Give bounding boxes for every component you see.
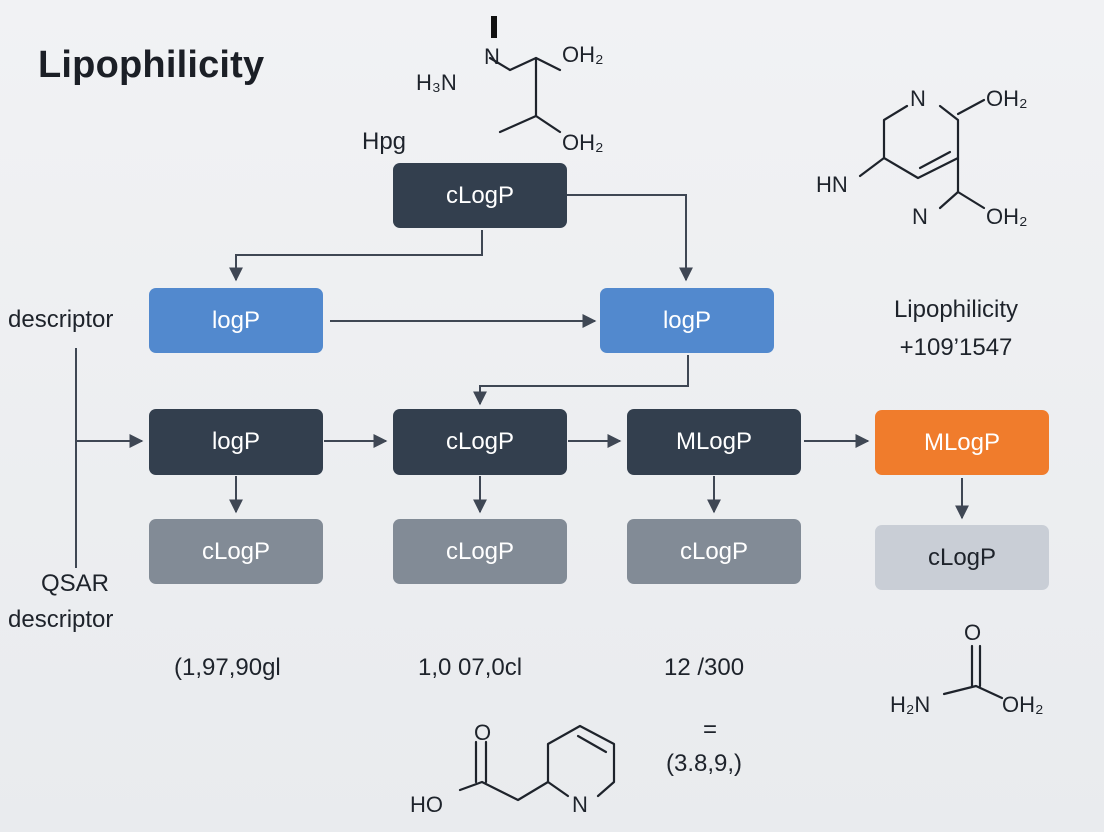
right-ring-molecule: N OH₂ HN N OH₂	[816, 86, 1028, 229]
node-mlogp-highlight: MLogP	[875, 410, 1049, 475]
node-top-clogp: cLogP	[393, 163, 567, 228]
value-label-1: (1,97,90gl	[174, 654, 281, 681]
atom-hn: HN	[816, 172, 848, 197]
node-row-logp: logP	[149, 409, 323, 475]
node-row-clogp: cLogP	[393, 409, 567, 475]
atom-acid-o: O	[474, 720, 491, 745]
descriptor-label: descriptor	[8, 306, 114, 333]
atom-h3n: H₃N	[416, 70, 457, 95]
lipophilicity-label: Lipophilicity	[893, 296, 1019, 323]
qsar-descriptor-label: descriptor	[8, 606, 114, 633]
arrow-top-to-logp-left	[229, 230, 483, 282]
value-label-3: 12 /300	[664, 654, 745, 681]
node-out-clogp-3: cLogP	[627, 519, 801, 584]
atom-oh2-carbamic: OH₂	[1002, 692, 1044, 717]
atom-n: N	[484, 44, 500, 69]
atom-ho: HO	[410, 792, 443, 817]
atom-ring-n-bottom: N	[572, 792, 588, 817]
page-title: Lipophilicity	[38, 44, 265, 86]
bottom-molecule: O HO N	[410, 720, 616, 817]
node-out-clogp-4: cLogP	[875, 525, 1049, 590]
atom-ring-oh2: OH₂	[986, 86, 1028, 111]
node-logp-left: logP	[149, 288, 323, 353]
carbamic-molecule: O H₂N OH₂	[890, 620, 1044, 717]
node-out-clogp-2: cLogP	[393, 519, 567, 584]
atom-oh2-b: OH₂	[562, 130, 604, 155]
qsar-label: QSAR	[40, 570, 109, 597]
node-out-clogp-1: cLogP	[149, 519, 323, 584]
arrow-top-to-logp-right	[567, 194, 693, 282]
atom-oh2-a: OH₂	[562, 42, 604, 67]
value-label-4: (3.8,9,)	[666, 750, 743, 777]
lipophilicity-value: +109’1547	[899, 334, 1013, 361]
atom-h2n: H₂N	[890, 692, 930, 717]
top-molecule: H₃N N OH₂ OH₂	[416, 16, 604, 155]
atom-carbonyl-o: O	[964, 620, 981, 645]
atom-n-lower: N	[912, 204, 928, 229]
equals-sign: =	[702, 716, 717, 743]
value-label-2: 1,0 07,0cl	[418, 654, 523, 681]
node-logp-right: logP	[600, 288, 774, 353]
node-row-mlogp: MLogP	[627, 409, 801, 475]
atom-ring-n: N	[910, 86, 926, 111]
hpg-label: Hpg	[362, 128, 407, 155]
atom-oh2-lower: OH₂	[986, 204, 1028, 229]
arrow-logp-right-to-row-clogp	[473, 355, 689, 406]
